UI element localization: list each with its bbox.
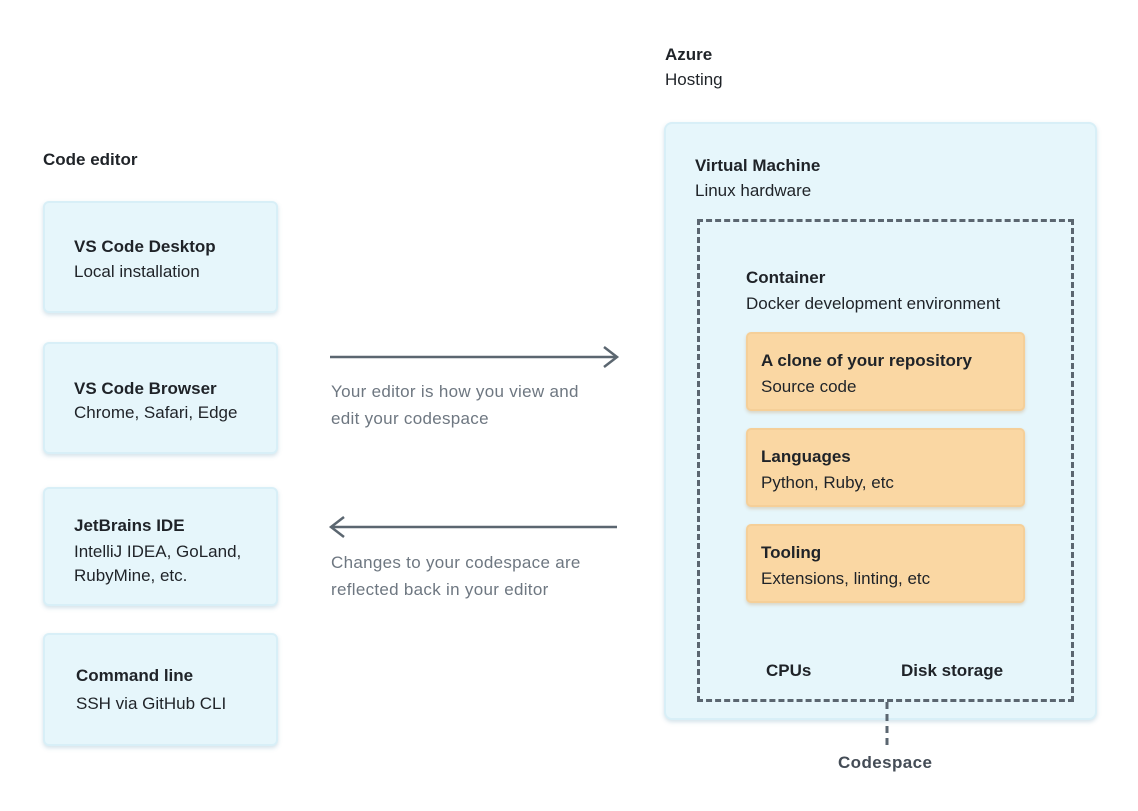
- editor-card-subtitle: Local installation: [74, 262, 200, 281]
- back-caption-line1: Changes to your codespace are: [331, 553, 581, 572]
- forward-caption: Your editor is how you view and edit you…: [331, 378, 579, 432]
- codespace-label: Codespace: [838, 753, 933, 772]
- editor-card-subtitle: SSH via GitHub CLI: [76, 694, 227, 713]
- container-item-tooling: Tooling Extensions, linting, etc: [746, 524, 1025, 603]
- back-caption-line2: reflected back in your editor: [331, 580, 549, 599]
- editor-card-jetbrains: JetBrains IDE IntelliJ IDEA, GoLand, Rub…: [43, 487, 278, 606]
- editor-card-subtitle: Chrome, Safari, Edge: [74, 403, 238, 422]
- container-title: Container: [746, 268, 826, 287]
- azure-subtitle: Hosting: [665, 70, 723, 89]
- container-item-repository: A clone of your repository Source code: [746, 332, 1025, 411]
- code-editor-heading: Code editor: [43, 150, 138, 169]
- editor-card-vscode-browser: VS Code Browser Chrome, Safari, Edge: [43, 342, 278, 454]
- container-item-subtitle: Source code: [761, 377, 857, 396]
- editor-card-command-line: Command line SSH via GitHub CLI: [43, 633, 278, 746]
- back-caption: Changes to your codespace are reflected …: [331, 549, 581, 603]
- editor-card-subtitle-line1: IntelliJ IDEA, GoLand,: [74, 542, 242, 561]
- editor-card-title: Command line: [76, 666, 194, 685]
- codespace-boundary: [697, 219, 1074, 702]
- container-item-languages: Languages Python, Ruby, etc: [746, 428, 1025, 507]
- container-item-subtitle: Extensions, linting, etc: [761, 569, 931, 588]
- forward-arrow-icon: [330, 346, 620, 368]
- azure-heading: Azure: [665, 45, 713, 64]
- editor-card-title: VS Code Desktop: [74, 237, 216, 256]
- forward-caption-line1: Your editor is how you view and: [331, 382, 579, 401]
- container-item-title: Languages: [761, 447, 851, 466]
- vm-title: Virtual Machine: [695, 156, 821, 175]
- codespace-connector: [885, 702, 889, 750]
- forward-caption-line2: edit your codespace: [331, 409, 489, 428]
- container-item-title: Tooling: [761, 543, 822, 562]
- disk-storage-label: Disk storage: [901, 661, 1004, 680]
- container-item-title: A clone of your repository: [761, 351, 972, 370]
- container-subtitle: Docker development environment: [746, 294, 1001, 313]
- editor-card-title: JetBrains IDE: [74, 516, 185, 535]
- arrows-svg: [328, 346, 620, 538]
- back-arrow-icon: [328, 516, 617, 538]
- container-item-subtitle: Python, Ruby, etc: [761, 473, 894, 492]
- editor-card-title: VS Code Browser: [74, 379, 217, 398]
- editor-card-vscode-desktop: VS Code Desktop Local installation: [43, 201, 278, 313]
- cpus-label: CPUs: [766, 661, 812, 680]
- editor-card-subtitle-line2: RubyMine, etc.: [74, 566, 188, 585]
- vm-subtitle: Linux hardware: [695, 181, 812, 200]
